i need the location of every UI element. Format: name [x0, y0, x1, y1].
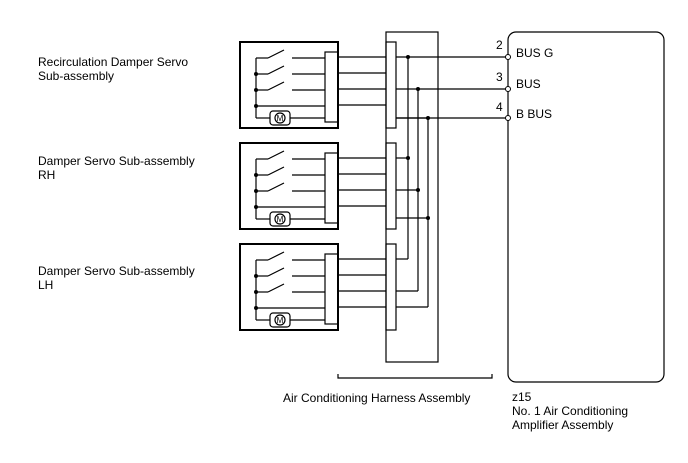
harness-frame: [385, 31, 439, 363]
servo-label-line: LH: [38, 278, 54, 292]
pin-name: BUS G: [516, 46, 554, 60]
servo-label-rh: Damper Servo Sub-assembly RH: [38, 154, 195, 182]
servo-connector-lh: [324, 253, 339, 325]
harness-label: Air Conditioning Harness Assembly: [283, 391, 471, 405]
pin-name: B BUS: [516, 107, 553, 121]
motor-label: M: [277, 316, 284, 325]
harness-connector-1: [385, 41, 397, 129]
amplifier-box: [507, 31, 665, 383]
amplifier-connector-code: z15: [512, 390, 532, 404]
amplifier-label-line: No. 1 Air Conditioning: [512, 404, 629, 418]
servo-connector-rh: [324, 152, 339, 224]
pin-number: 4: [496, 100, 503, 114]
pin-name: BUS: [516, 77, 541, 91]
amplifier-label-line: Amplifier Assembly: [512, 418, 614, 432]
harness-connector-3: [385, 243, 397, 331]
servo-box-lh: [239, 243, 339, 331]
servo-circuit-recirculation: [255, 49, 325, 126]
bus-lines: [396, 56, 508, 308]
servo-label-line: Recirculation Damper Servo: [38, 55, 189, 69]
servo-label-line: Damper Servo Sub-assembly: [38, 264, 195, 278]
servo-label-lh: Damper Servo Sub-assembly LH: [38, 264, 195, 292]
servo-box-rh: [239, 142, 339, 230]
servo-box-recirculation: [239, 41, 339, 129]
servo-label-line: Sub-assembly: [38, 69, 115, 83]
motor-label: M: [277, 215, 284, 224]
servo-circuit-rh: [255, 150, 325, 227]
amplifier-label: z15 No. 1 Air Conditioning Amplifier Ass…: [512, 390, 628, 432]
pin-number: 3: [496, 70, 503, 84]
servo-label-recirculation: Recirculation Damper Servo Sub-assembly: [38, 55, 188, 83]
servo-label-line: RH: [38, 168, 56, 182]
servo-connector-recirculation: [324, 51, 339, 123]
junction-dots: [254, 55, 430, 310]
amplifier-pin-terminals: [505, 54, 511, 121]
harness-connector-2: [385, 142, 397, 230]
harness-bracket: [337, 374, 493, 379]
pin-number: 2: [496, 38, 503, 52]
motor-label: M: [277, 114, 284, 123]
servo-harness-wires: [338, 56, 386, 308]
servo-label-line: Damper Servo Sub-assembly: [38, 154, 195, 168]
servo-circuit-lh: [255, 251, 325, 328]
